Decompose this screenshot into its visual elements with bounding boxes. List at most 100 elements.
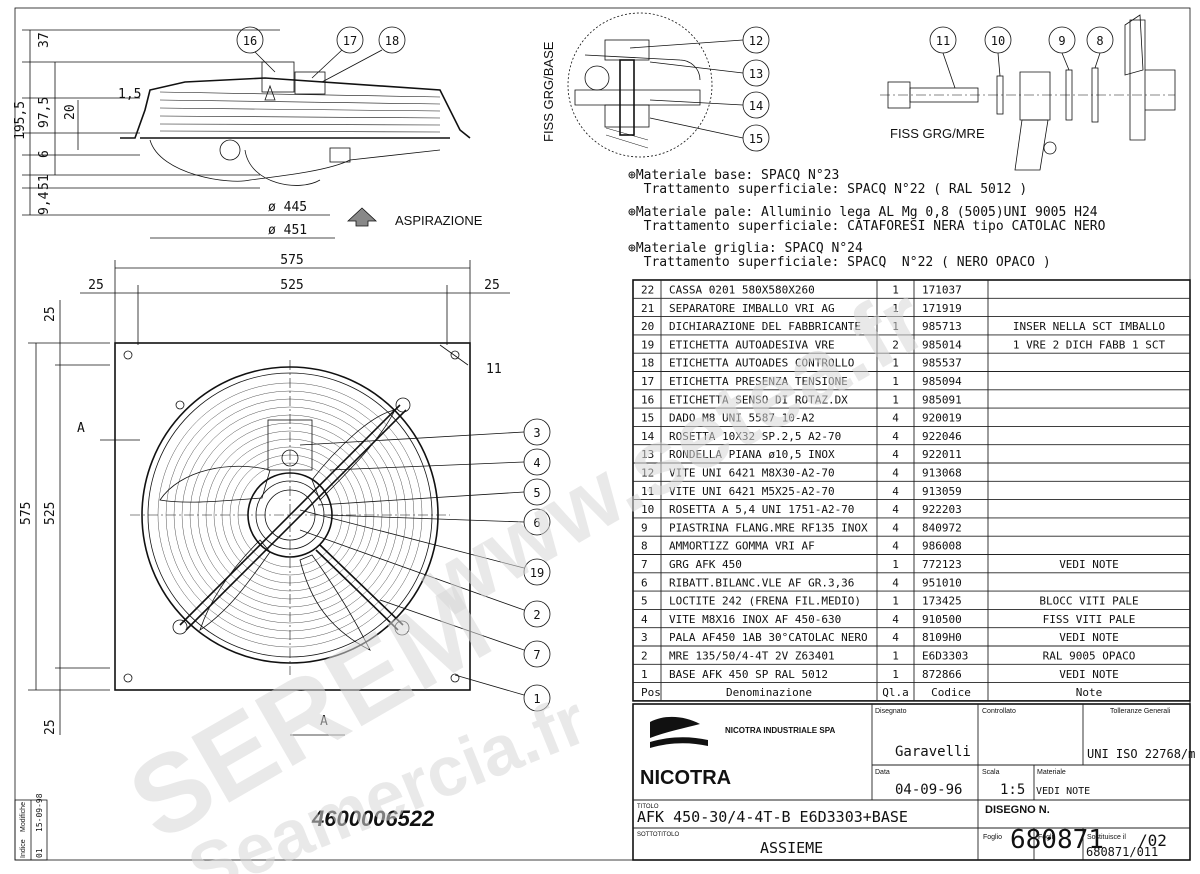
- dim-25-d: 25: [43, 719, 58, 735]
- tolleranze-label: Tolleranze Generali: [1110, 708, 1171, 715]
- bom-note: BLOCC VITI PALE: [1039, 595, 1138, 608]
- bom-qty: 4: [892, 448, 899, 461]
- bom-qty: 1: [892, 357, 899, 370]
- watermark-line-3: Seamercia.fr: [178, 680, 597, 874]
- bom-pos: 12: [641, 467, 654, 480]
- dim-25-a: 25: [88, 278, 104, 293]
- bom-denominazione: ETICHETTA AUTOADESIVA VRE: [669, 338, 835, 351]
- indice-label: Indice: [20, 839, 27, 858]
- balloon-3: 3: [533, 426, 540, 440]
- bom-codice: 8109H0: [922, 631, 962, 644]
- bom-pos: 21: [641, 302, 654, 315]
- bom-qty: 4: [892, 540, 899, 553]
- dim-25-b: 25: [484, 278, 500, 293]
- balloon-4: 4: [533, 456, 540, 470]
- sostituisce-label: Sostituisce il: [1087, 834, 1126, 841]
- bom-pos: 6: [641, 576, 648, 589]
- modifiche-label: Modifiche: [20, 802, 27, 832]
- section-a-lower: A: [320, 714, 328, 729]
- data-value: 04-09-96: [895, 782, 962, 798]
- disegno-number: 680871: [1010, 825, 1104, 855]
- bom-codice: 922011: [922, 448, 962, 461]
- bom-denominazione: ROSETTA A 5,4 UNI 1751-A2-70: [669, 503, 854, 516]
- nicotra-logo-swoosh: [650, 716, 700, 738]
- bom-codice: 985091: [922, 393, 962, 406]
- section-a-upper: A: [77, 421, 85, 436]
- bom-note: VEDI NOTE: [1059, 558, 1119, 571]
- dim-9-4: 9,4: [37, 191, 52, 215]
- bom-codice: E6D3303: [922, 650, 968, 663]
- bom-denominazione: MRE 135/50/4-4T 2V Z63401: [669, 650, 835, 663]
- bom-header-pos: Pos: [641, 686, 661, 699]
- revision-block: Indice Modifiche 01 15-09-98: [14, 793, 48, 861]
- dim-525-left: 525: [43, 502, 58, 525]
- bom-codice: 913059: [922, 485, 962, 498]
- bom-pos: 4: [641, 613, 648, 626]
- bom-pos: 20: [641, 320, 654, 333]
- bom-qty: 2: [892, 338, 899, 351]
- dim-575-top: 575: [280, 253, 303, 268]
- note-line-3: ⊕Materiale pale: Alluminio lega AL Mg 0,…: [628, 205, 1098, 220]
- bom-qty: 4: [892, 576, 899, 589]
- bom-pos: 1: [641, 668, 648, 681]
- balloon-8: 8: [1096, 34, 1103, 48]
- sottotitolo-label: SOTTOTITOLO: [637, 832, 679, 838]
- dim-25-c: 25: [43, 306, 58, 322]
- revision-date: 15-09-98: [35, 793, 44, 832]
- bom-codice: 913068: [922, 467, 962, 480]
- dim-51: 51: [37, 174, 52, 190]
- bom-qty: 4: [892, 503, 899, 516]
- front-view: 575 525 25 25 575 525 25 25 11: [19, 253, 510, 736]
- balloon-10: 10: [991, 34, 1005, 48]
- bom-note: 1 VRE 2 DICH FABB 1 SCT: [1013, 338, 1166, 351]
- bom-denominazione: RIBATT.BILANC.VLE AF GR.3,36: [669, 576, 854, 589]
- aspirazione-label: ASPIRAZIONE: [395, 213, 483, 228]
- bom-denominazione: AMMORTIZZ GOMMA VRI AF: [669, 540, 815, 553]
- bom-codice: 985713: [922, 320, 962, 333]
- sottotitolo-value: ASSIEME: [760, 839, 823, 857]
- bom-denominazione: LOCTITE 242 (FRENA FIL.MEDIO): [669, 595, 861, 608]
- bom-denominazione: PIASTRINA FLANG.MRE RF135 INOX: [669, 521, 868, 534]
- balloon-12: 12: [749, 34, 763, 48]
- bom-codice: 171919: [922, 302, 962, 315]
- dim-1-5: 1,5: [118, 87, 141, 102]
- bom-pos: 2: [641, 650, 648, 663]
- title-block: NICOTRA INDUSTRIALE SPA NICOTRA Disegnat…: [632, 703, 1195, 861]
- fiss-grg-base-label: FISS GRG/BASE: [541, 41, 556, 142]
- bom-header-codice: Codice: [931, 686, 971, 699]
- bom-pos: 15: [641, 412, 654, 425]
- bom-denominazione: BASE AFK 450 SP RAL 5012: [669, 668, 828, 681]
- materiale-value: VEDI NOTE: [1036, 786, 1090, 797]
- bom-pos: 22: [641, 284, 654, 297]
- sheet-border: [14, 7, 1191, 861]
- dim-6: 6: [37, 150, 52, 158]
- foglio-label: Foglio: [983, 834, 1002, 841]
- balloon-9: 9: [1058, 34, 1065, 48]
- bom-codice: 840972: [922, 521, 962, 534]
- balloons-front: 3 4 5 6 19 2 7 1: [299, 418, 551, 712]
- bom-note: VEDI NOTE: [1059, 668, 1119, 681]
- bom-denominazione: SEPARATORE IMBALLO VRI AG: [669, 302, 835, 315]
- bom-denominazione: PALA AF450 1AB 30°CATOLAC NERO: [669, 631, 868, 644]
- bom-denominazione: DICHIARAZIONE DEL FABBRICANTE: [669, 320, 861, 333]
- bom-denominazione: ETICHETTA AUTOADES CONTROLLO: [669, 357, 854, 370]
- bom-codice: 920019: [922, 412, 962, 425]
- disegnato-label: Disegnato: [875, 708, 907, 715]
- bom-pos: 18: [641, 357, 654, 370]
- bom-codice: 910500: [922, 613, 962, 626]
- balloon-19: 19: [530, 566, 544, 580]
- scala-value: 1:5: [1000, 782, 1025, 798]
- bom-codice: 772123: [922, 558, 962, 571]
- bom-qty: 1: [892, 558, 899, 571]
- materiale-label: Materiale: [1037, 769, 1066, 776]
- diam-445: ø 445: [268, 200, 307, 215]
- note-line-1: ⊕Materiale base: SPACQ N°23: [628, 168, 839, 183]
- balloon-13: 13: [749, 67, 763, 81]
- note-line-5: ⊕Materiale griglia: SPACQ N°24: [628, 241, 863, 256]
- dim-525-top: 525: [280, 278, 303, 293]
- bom-codice: 922203: [922, 503, 962, 516]
- dim-11: 11: [486, 362, 502, 377]
- bom-denominazione: ROSETTA 10X32 SP.2,5 A2-70: [669, 430, 841, 443]
- bom-denominazione: VITE UNI 6421 M5X25-A2-70: [669, 485, 835, 498]
